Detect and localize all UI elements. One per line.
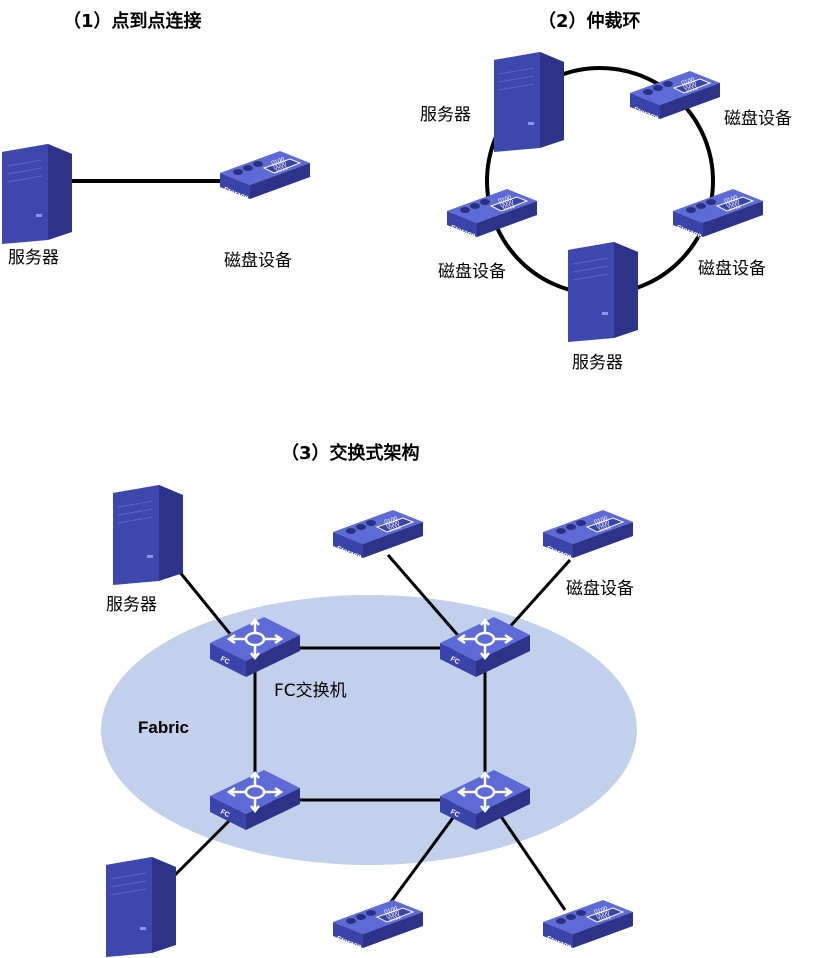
storage-icon [672, 188, 764, 241]
section2-title: （2）仲裁环 [538, 10, 641, 32]
section2-server-top-label: 服务器 [420, 105, 471, 125]
section2-disk-right-label: 磁盘设备 [698, 259, 766, 279]
server-icon [493, 51, 565, 153]
link-switch-disk [383, 814, 457, 911]
section3-title: （3）交换式架构 [281, 442, 420, 464]
server-icon [1, 143, 73, 245]
section1-disk-label: 磁盘设备 [224, 251, 292, 271]
section1-server-label: 服务器 [8, 248, 59, 268]
storage-icon [446, 188, 538, 241]
section2-disk-top-right-label: 磁盘设备 [724, 109, 792, 129]
link-switch-server [168, 808, 242, 882]
fabric-label: Fabric [138, 718, 189, 737]
storage-icon [332, 509, 424, 562]
storage-icon [219, 150, 311, 203]
server-icon [112, 484, 184, 586]
section3-disk-label: 磁盘设备 [566, 579, 634, 599]
section3-server-label: 服务器 [106, 595, 157, 615]
link-disk-switch [386, 554, 464, 641]
fc-switch-label: FC交换机 [274, 681, 347, 701]
server-icon [567, 241, 639, 343]
section2-disk-left-label: 磁盘设备 [438, 262, 506, 282]
section1-title: （1）点到点连接 [63, 10, 202, 32]
section2-server-bottom-label: 服务器 [572, 353, 623, 373]
server-icon [105, 856, 177, 958]
storage-icon [542, 899, 634, 952]
storage-icon [332, 899, 424, 952]
storage-icon [542, 509, 634, 562]
link-switch-disk [498, 814, 567, 911]
